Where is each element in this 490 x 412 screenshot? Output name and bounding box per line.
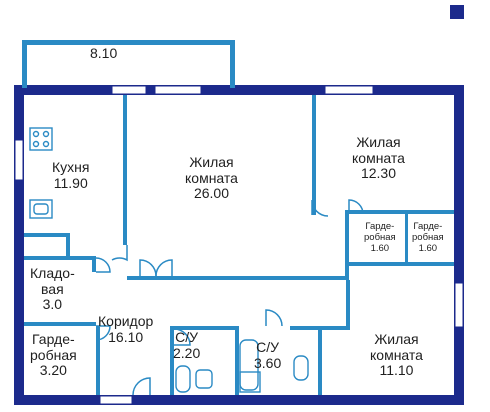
bath-small-label: С/У 2.20	[173, 329, 201, 361]
storage-area: 3.0	[42, 296, 63, 313]
corridor-label: Коридор 16.10	[98, 313, 154, 345]
living-main-name-2: комната	[185, 169, 238, 186]
living-right-label: Жилая комната 12.30	[352, 134, 405, 182]
balcony-area: 8.10	[90, 45, 118, 61]
bath-small-area: 2.20	[173, 344, 201, 361]
interior-walls	[24, 95, 454, 395]
living-bottom-name-2: комната	[370, 346, 423, 363]
kitchen-name: Кухня	[52, 159, 90, 175]
sink-icon	[29, 199, 53, 219]
wardrobe-b-area: 1.60	[418, 242, 438, 254]
wardrobe-b-name-1: Гарде-	[413, 221, 443, 232]
living-main-area: 26.00	[193, 185, 229, 202]
wardrobe-b-name-2: робная	[412, 231, 444, 243]
living-right-name-2: комната	[352, 149, 405, 166]
door-swings	[95, 199, 364, 396]
toilet-icon	[175, 365, 191, 393]
toilet2-icon	[293, 355, 309, 381]
wardrobe-left-name-1: Гарде-	[32, 331, 75, 347]
living-main-label: Жилая комната 26.00	[185, 154, 238, 202]
balcony-label: 8.10	[90, 45, 118, 62]
storage-label: Кладо- вая 3.0	[30, 265, 75, 313]
kitchen-label: Кухня 11.90	[52, 159, 90, 191]
wardrobe-a-name-1: Гарде-	[365, 221, 395, 232]
corridor-name: Коридор	[98, 313, 154, 329]
living-bottom-label: Жилая комната 11.10	[370, 331, 423, 379]
wardrobe-a-name-2: робная	[364, 231, 396, 243]
bath-large-name: С/У	[256, 339, 280, 355]
washer-icon	[239, 371, 261, 393]
bath-large-area: 3.60	[254, 354, 282, 371]
windows	[14, 85, 464, 405]
balcony-walls	[22, 40, 235, 88]
bathtub-icon	[239, 339, 259, 391]
living-right-name-1: Жилая	[356, 134, 401, 150]
corridor-area: 16.10	[108, 328, 144, 345]
wardrobe-a-area: 1.60	[370, 242, 390, 254]
wardrobe-b-label: Гарде- робная 1.60	[412, 221, 444, 255]
storage-name-1: Кладо-	[30, 265, 75, 281]
wardrobe-left-label: Гарде- робная 3.20	[30, 331, 77, 379]
living-bottom-name-1: Жилая	[374, 331, 419, 347]
living-bottom-area: 11.10	[379, 362, 414, 379]
storage-name-2: вая	[41, 280, 64, 297]
wardrobe-left-area: 3.20	[39, 362, 67, 379]
washbasin-icon	[195, 369, 213, 389]
exterior-walls	[14, 5, 464, 405]
living-main-name-1: Жилая	[189, 154, 234, 170]
wardrobe-a-label: Гарде- робная 1.60	[364, 221, 396, 255]
bath-large-label: С/У 3.60	[254, 339, 282, 371]
wardrobe-left-name-2: робная	[30, 346, 77, 363]
living-right-area: 12.30	[360, 165, 396, 182]
kitchen-area: 11.90	[53, 174, 88, 191]
stove-icon	[29, 127, 53, 151]
bath-small-name: С/У	[175, 329, 199, 345]
fixtures	[29, 127, 309, 393]
